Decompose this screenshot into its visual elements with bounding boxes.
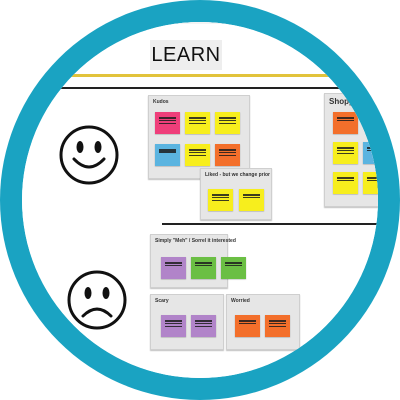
top-strip <box>22 22 378 24</box>
sticky-note[interactable] <box>215 144 240 166</box>
sticky-note[interactable] <box>363 142 378 164</box>
board-title-liked-change: Liked - but we change prior <box>205 172 271 178</box>
sticky-note[interactable] <box>333 172 358 194</box>
sticky-note[interactable] <box>185 144 210 166</box>
sticky-note[interactable] <box>161 257 186 279</box>
section-divider-top <box>22 87 378 89</box>
sticky-note[interactable] <box>333 112 358 134</box>
board-worried[interactable]: Worried <box>226 294 300 350</box>
sticky-note[interactable] <box>333 142 358 164</box>
sticky-note[interactable] <box>191 257 216 279</box>
whiteboard-canvas: LEARN Kudos <box>22 22 378 378</box>
sticky-note[interactable] <box>185 112 210 134</box>
board-title-shopping: Shopp <box>329 97 354 106</box>
sticky-note[interactable] <box>363 172 378 194</box>
page-title: LEARN <box>150 40 222 70</box>
sticky-note[interactable] <box>215 112 240 134</box>
board-simply-meh[interactable]: Simply "Meh" / Sorrel it interested <box>150 234 246 288</box>
sticky-note[interactable] <box>155 112 180 134</box>
board-shopping[interactable]: Shopp <box>324 93 378 207</box>
sticky-note[interactable] <box>161 315 186 337</box>
board-title-kudos: Kudos <box>153 99 169 105</box>
title-underline <box>52 74 378 77</box>
sticky-note[interactable] <box>221 257 246 279</box>
sticky-note[interactable] <box>191 315 216 337</box>
sad-face-icon <box>67 270 127 330</box>
board-liked-change[interactable]: Liked - but we change prior <box>200 168 272 220</box>
board-title-scary: Scary <box>155 298 169 304</box>
board-title-worried: Worried <box>231 298 250 304</box>
board-title-simply-meh: Simply "Meh" / Sorrel it interested <box>155 238 236 244</box>
circle-viewport: LEARN Kudos <box>22 22 378 378</box>
sticky-note[interactable] <box>155 144 180 166</box>
smiley-face-icon <box>59 125 119 185</box>
section-divider-middle <box>162 223 378 225</box>
sticky-note[interactable] <box>265 315 290 337</box>
board-kudos[interactable]: Kudos <box>148 95 250 179</box>
sticky-note[interactable] <box>235 315 260 337</box>
sticky-note[interactable] <box>239 189 264 211</box>
sticky-note[interactable] <box>208 189 233 211</box>
board-scary[interactable]: Scary <box>150 294 224 350</box>
